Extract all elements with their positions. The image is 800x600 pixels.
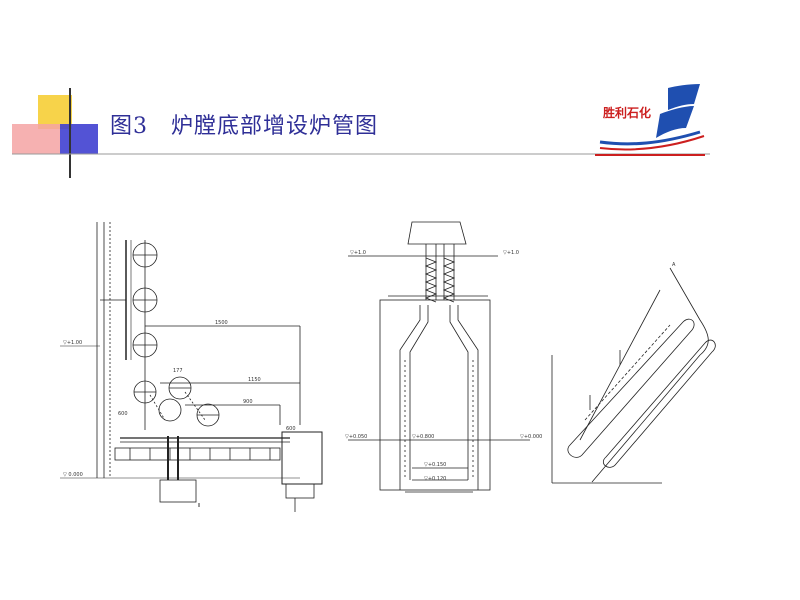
low-1-label: ▽+0.150 <box>424 462 446 468</box>
elev-bottom-label: ▽ 0.000 <box>63 472 83 478</box>
drawing-furnace-section <box>60 222 323 512</box>
drawing-inclined-tube <box>551 267 716 484</box>
mid-1-label: ▽+0.800 <box>412 434 434 440</box>
dim-5-label: 177 <box>173 368 183 374</box>
elev-top-label: ▽+1.00 <box>63 340 82 346</box>
dim-4-label: 600 <box>286 426 296 432</box>
left-top-label: ▽+1.0 <box>350 250 366 256</box>
dim-1-label: 1500 <box>215 320 228 326</box>
slide-title: 图3 炉膛底部增设炉管图 <box>110 114 378 139</box>
decor-blue-block <box>60 124 98 154</box>
decor-yellow-block <box>38 95 72 129</box>
logo-text: 胜利石化 <box>603 106 652 120</box>
drawing-c-labels: A <box>672 262 676 268</box>
dim-2-label: 1150 <box>248 377 261 383</box>
left-mid-label: ▽+0.050 <box>345 434 367 440</box>
decor-red-block <box>12 124 60 154</box>
low-2-label: ▽+0.120 <box>424 476 446 482</box>
mark-label: A <box>672 262 676 268</box>
drawing-tube-elevation <box>348 221 530 493</box>
dim-6-label: 600 <box>118 411 128 417</box>
right-mid-label: ▽+0.000 <box>520 434 542 440</box>
drawing-a-labels: ▽+1.00 ▽ 0.000 1500 1150 900 600 177 600… <box>63 320 296 509</box>
dim-3-label: 900 <box>243 399 253 405</box>
logo <box>595 84 705 156</box>
right-top-label: ▽+1.0 <box>503 250 519 256</box>
drawing-b-labels: ▽+1.0 ▽+1.0 ▽+0.050 ▽+0.800 ▽+0.000 ▽+0.… <box>345 250 542 482</box>
ref-label: Ⅱ <box>198 503 200 509</box>
